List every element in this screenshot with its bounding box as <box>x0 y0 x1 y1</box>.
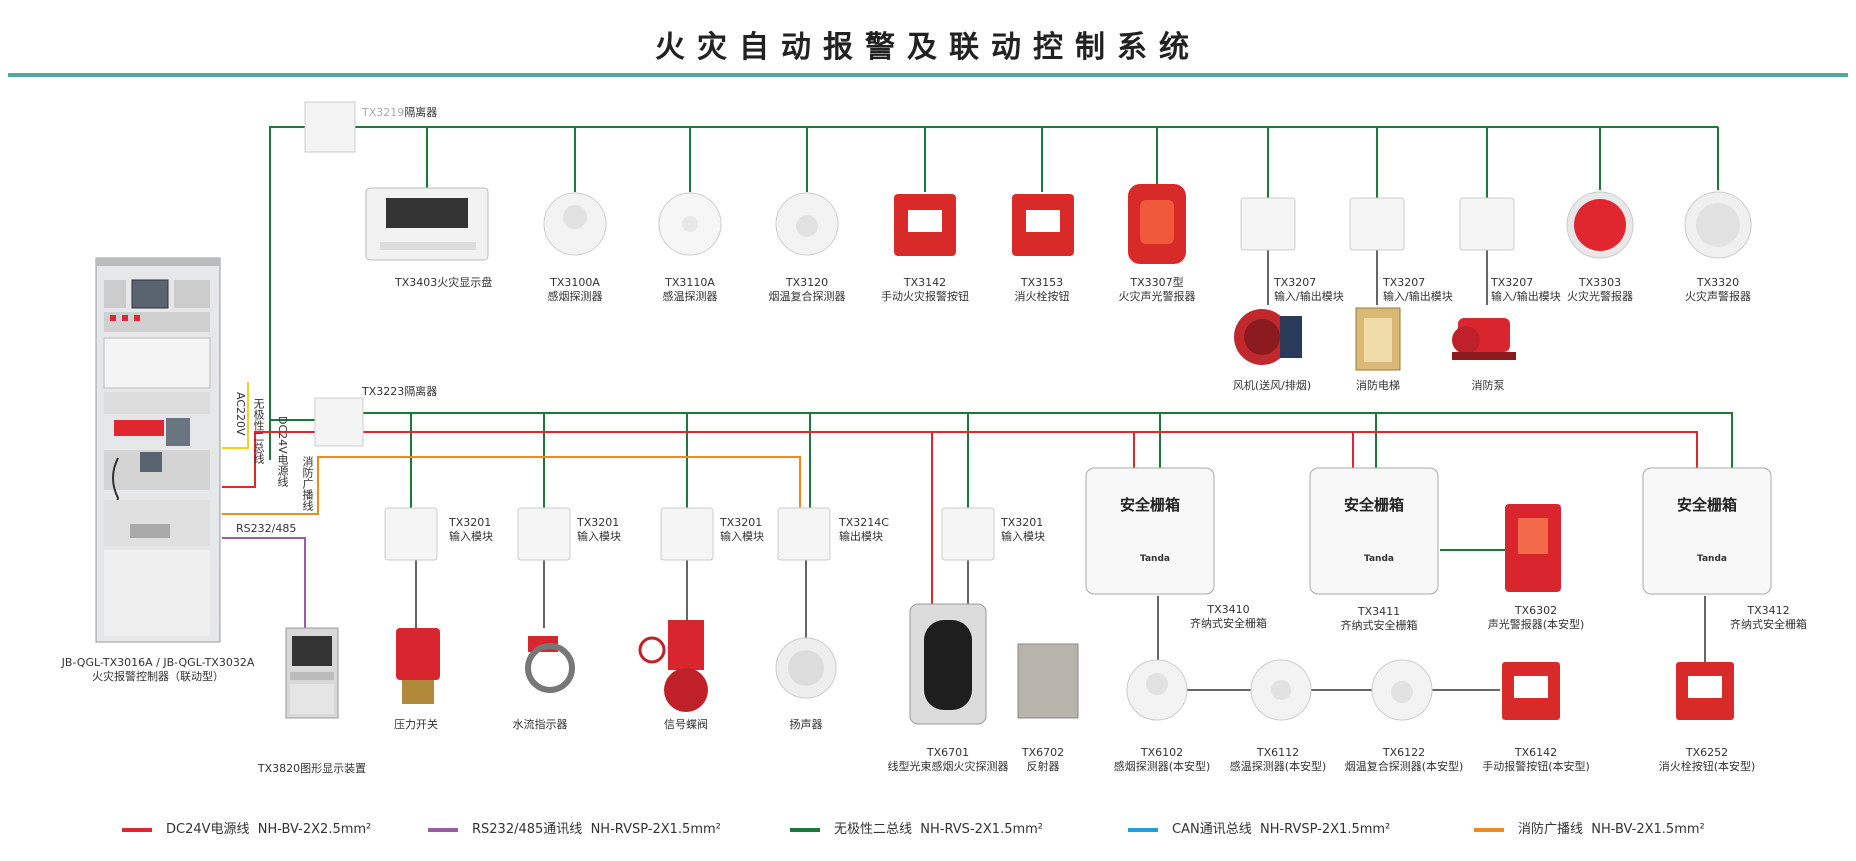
broadcast-line <box>222 456 801 515</box>
lower-bus <box>270 412 1733 551</box>
rs232-line <box>222 537 306 628</box>
top-bus <box>269 126 1719 460</box>
isolator-mid-graphic <box>314 397 364 447</box>
legend-item: 消防广播线 NH-BV-2X1.5mm² <box>1474 818 1705 837</box>
barrier-brand: Tanda <box>1697 554 1727 564</box>
display-panel-graphic <box>365 187 489 261</box>
rs232-label: RS232/485 <box>236 522 297 535</box>
ac220-label: AC220V <box>234 392 247 436</box>
barrier-brand: Tanda <box>1364 554 1394 564</box>
top-detector-graphics <box>543 184 1752 264</box>
linkage-label: 风机(送风/排烟) <box>1232 379 1312 392</box>
legend-swatch <box>1128 827 1158 832</box>
legend-swatch <box>428 827 458 832</box>
graphic-display-label: TX3820图形显示装置 <box>257 762 367 775</box>
field-device-label: 压力开关 <box>394 718 438 731</box>
barrier-title: 安全栅箱 <box>1677 496 1738 514</box>
legend-swatch <box>122 827 152 832</box>
field-device-label: 扬声器 <box>789 718 823 731</box>
barrier-title: 安全栅箱 <box>1344 496 1405 514</box>
legend-item: 无极性二总线 NH-RVS-2X1.5mm² <box>790 818 1043 837</box>
title-rule <box>8 73 1848 77</box>
ac220-line <box>222 382 249 449</box>
linkage-equipment-graphics <box>1234 307 1516 371</box>
field-device-graphics <box>396 620 837 712</box>
controller-cabinet <box>95 257 221 643</box>
legend-swatch <box>1474 827 1504 832</box>
field-device-label: 水流指示器 <box>512 718 568 731</box>
field-device-label: 信号蝶阀 <box>664 718 708 731</box>
top-device-label: TX3307型火灾声光警报器 <box>1118 276 1196 303</box>
graphic-display-cabinet <box>285 627 339 719</box>
isolator-top-label: TX3219隔离器 <box>362 106 438 119</box>
legend-item: CAN通讯总线 NH-RVSP-2X1.5mm² <box>1128 818 1390 837</box>
reflector-graphic <box>1017 643 1079 719</box>
bus-label: 无极性二总线 <box>252 398 265 464</box>
top-device-label: TX3403火灾显示盘 <box>395 276 493 289</box>
legend-item: RS232/485通讯线 NH-RVSP-2X1.5mm² <box>428 818 721 837</box>
dc24-label: DC24V电源线 <box>276 416 289 487</box>
ex-sounder-graphic <box>1505 504 1561 592</box>
beam-detector-graphic <box>909 603 987 725</box>
page-title: 火灾自动报警及联动控制系统 <box>655 30 1201 65</box>
linkage-label: 消防电梯 <box>1356 379 1400 392</box>
isolator-top-graphic <box>304 101 356 153</box>
legend-swatch <box>790 827 820 832</box>
legend-item: DC24V电源线 NH-BV-2X2.5mm² <box>122 818 371 837</box>
ex-device-graphics <box>1126 659 1734 721</box>
lower-module-graphics <box>384 507 995 561</box>
barrier-title: 安全栅箱 <box>1120 496 1181 514</box>
dc24v-line <box>222 431 1698 610</box>
isolator-mid-label: TX3223隔离器 <box>362 385 438 398</box>
broadcast-label: 消防广播线 <box>301 456 314 511</box>
linkage-label: 消防泵 <box>1471 379 1505 392</box>
barrier-brand: Tanda <box>1140 554 1170 564</box>
barrier-box-graphics <box>1085 467 1772 595</box>
